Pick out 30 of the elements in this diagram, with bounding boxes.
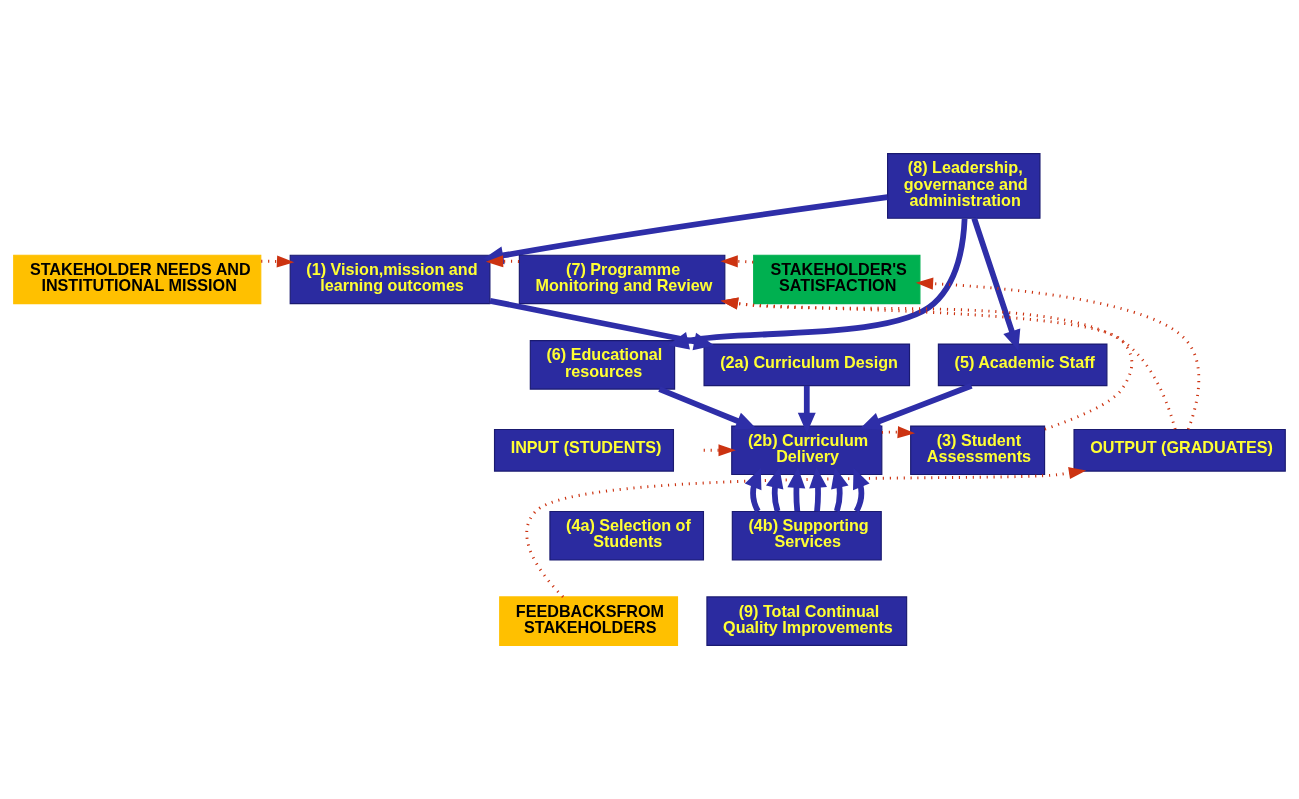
node-box: (5) Academic Staff [937,343,1108,387]
arrow [658,386,757,430]
node-box: (6) Educational resources [529,340,676,390]
node-box: (7) Programme Monitoring and Review [518,254,726,305]
arrow [489,298,715,351]
arrow [860,383,973,430]
arrow [853,467,870,513]
arrow [809,467,827,512]
node-box: (8) Leadership, governance and administration [887,153,1041,219]
arrow [765,467,784,513]
arrow [787,467,806,512]
arrow [744,467,762,513]
node-box: FEEDBACKSFROM STAKEHOLDERS [499,596,679,646]
arrow [915,277,1201,430]
node-box: (2a) Curriculum Design [703,343,911,387]
node-box: (4a) Selection of Students [549,510,705,561]
node-box: (1) Vision,mission and learning outcomes [289,254,491,305]
arrow [668,218,968,350]
node-box: (3) Student Assessments [910,425,1046,476]
node-box: STAKEHOLDER'S SATISFACTION [753,254,921,305]
node-box: OUTPUT (GRADUATES) [1073,428,1286,472]
arrow [797,385,816,434]
node-box: (2b) Curriculum Delivery [731,425,883,476]
node-box: STAKEHOLDER NEEDS AND INSTITUTIONAL MISSION [13,254,262,305]
node-box: (4b) Supporting Services [731,510,882,561]
node-box: INPUT (STUDENTS) [493,428,675,472]
arrow [525,467,1087,598]
arrow [971,217,1021,351]
node-box: (9) Total Continual Quality Improvements [706,596,908,646]
arrow [831,467,849,513]
